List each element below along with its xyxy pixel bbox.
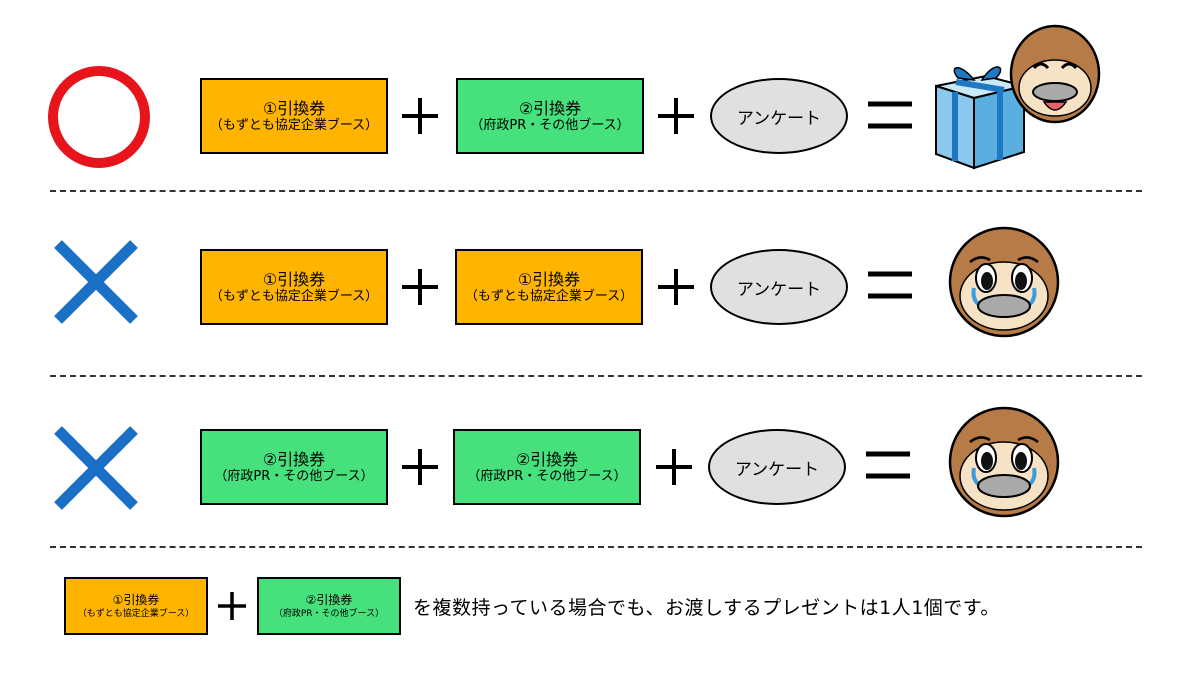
- ticket-2-subtitle: （府政PR・その他ブース）: [273, 608, 385, 619]
- ticket-1-title: ①引換券: [517, 269, 581, 289]
- ticket-2: ②引換券 （府政PR・その他ブース）: [453, 429, 641, 505]
- ticket-1-subtitle: （もずとも協定企業ブース）: [77, 608, 195, 619]
- survey-oval: アンケート: [710, 78, 848, 154]
- ng-cross-icon: [54, 240, 138, 324]
- ticket-1: ①引換券 （もずとも協定企業ブース）: [455, 249, 643, 325]
- happy-mascot-icon: [1009, 24, 1101, 124]
- ticket-2-title: ②引換券: [518, 98, 582, 118]
- dashed-divider: [50, 190, 1142, 192]
- crying-mascot-icon: [948, 226, 1060, 338]
- plus-icon: [402, 269, 438, 305]
- ticket-1: ①引換券 （もずとも協定企業ブース）: [200, 249, 388, 325]
- plus-icon: [658, 98, 694, 134]
- gift-box-icon: [935, 66, 1025, 170]
- ticket-2: ②引換券 （府政PR・その他ブース）: [456, 78, 644, 154]
- plus-icon: [218, 592, 246, 620]
- ticket-1-small: ①引換券 （もずとも協定企業ブース）: [64, 577, 208, 635]
- ticket-2-subtitle: （府政PR・その他ブース）: [467, 468, 627, 484]
- survey-oval: アンケート: [708, 429, 846, 505]
- ticket-2-subtitle: （府政PR・その他ブース）: [214, 468, 374, 484]
- ticket-2-title: ②引換券: [262, 449, 326, 469]
- ticket-1-title: ①引換券: [262, 269, 326, 289]
- ticket-1-subtitle: （もずとも協定企業ブース）: [464, 288, 634, 304]
- plus-icon: [402, 449, 438, 485]
- ticket-2-small: ②引換券 （府政PR・その他ブース）: [257, 577, 401, 635]
- dashed-divider: [50, 546, 1142, 548]
- ticket-2: ②引換券 （府政PR・その他ブース）: [200, 429, 388, 505]
- ticket-1-subtitle: （もずとも協定企業ブース）: [209, 117, 379, 133]
- equals-icon: [868, 271, 912, 299]
- equals-icon: [868, 101, 912, 129]
- ticket-2-subtitle: （府政PR・その他ブース）: [470, 117, 630, 133]
- ticket-1: ①引換券 （もずとも協定企業ブース）: [200, 78, 388, 154]
- plus-icon: [402, 98, 438, 134]
- ng-cross-icon: [54, 426, 138, 510]
- ticket-1-title: ①引換券: [112, 592, 160, 607]
- ticket-2-title: ②引換券: [305, 592, 353, 607]
- ticket-2-title: ②引換券: [515, 449, 579, 469]
- ticket-1-subtitle: （もずとも協定企業ブース）: [209, 288, 379, 304]
- ticket-1-title: ①引換券: [262, 98, 326, 118]
- crying-mascot-icon: [948, 406, 1060, 518]
- dashed-divider: [50, 375, 1142, 377]
- ok-circle-icon: [48, 66, 150, 168]
- footer-note: を複数持っている場合でも、お渡しするプレゼントは1人1個です。: [413, 597, 1000, 619]
- survey-oval: アンケート: [710, 249, 848, 325]
- plus-icon: [658, 269, 694, 305]
- equals-icon: [866, 451, 910, 479]
- plus-icon: [656, 449, 692, 485]
